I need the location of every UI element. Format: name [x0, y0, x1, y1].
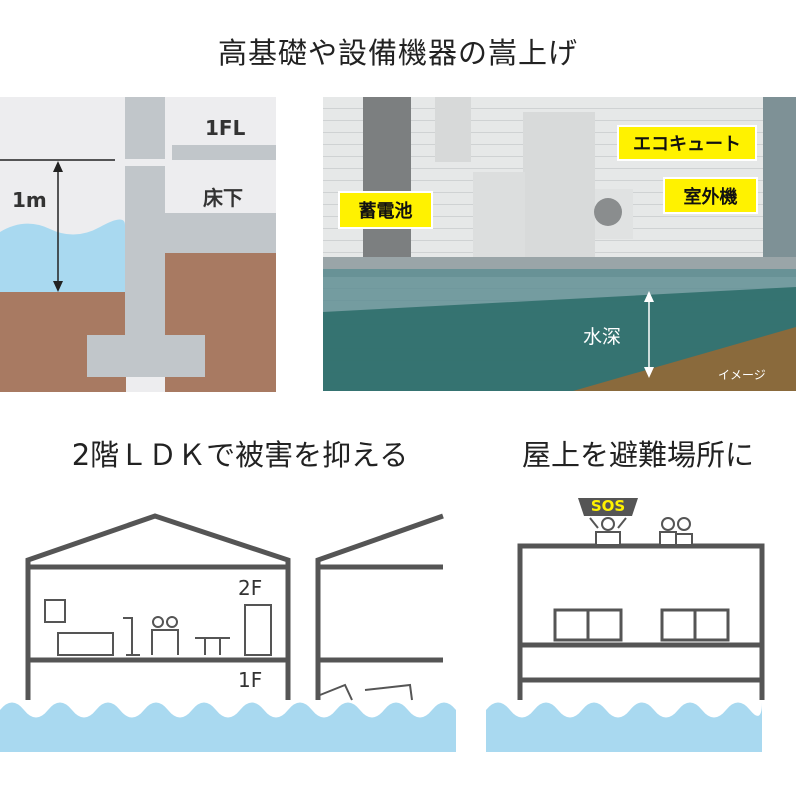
sos-sign	[578, 498, 638, 516]
wall	[125, 97, 165, 159]
footing	[87, 335, 205, 377]
door	[363, 97, 411, 257]
image-note: イメージ	[718, 368, 766, 382]
windows	[553, 608, 730, 642]
label-underfloor: 床下	[203, 186, 243, 210]
label-depth: 1m	[12, 188, 47, 212]
building-outline	[517, 543, 765, 700]
ecocute-unit	[523, 112, 595, 260]
label-1fl: 1FL	[205, 116, 246, 140]
sos-text: SOS	[590, 497, 626, 515]
foundation-diagram	[0, 97, 276, 392]
heading-ldk: 2階ＬＤＫで被害を抑える	[71, 438, 409, 472]
water-depth-label: 水深	[583, 326, 622, 348]
tag-outdoor-unit: 室外機	[663, 177, 758, 214]
page-title: 高基礎や設備機器の嵩上げ	[217, 36, 578, 70]
flood-water	[0, 702, 456, 752]
heading-roof: 屋上を避難場所に	[521, 438, 754, 472]
water-area	[0, 219, 125, 292]
flood-water	[486, 702, 762, 752]
label-1f: 1F	[238, 668, 263, 692]
rooftop-diagram	[486, 498, 765, 752]
floor-slab	[172, 145, 276, 160]
house-ldk-diagram	[0, 513, 456, 752]
foundation-pillar	[125, 166, 165, 346]
label-2f: 2F	[238, 576, 263, 600]
battery-unit	[473, 172, 525, 257]
people	[589, 517, 693, 544]
tag-battery: 蓄電池	[338, 191, 433, 229]
tag-ecocute: エコキュート	[617, 125, 757, 161]
house-outline	[25, 513, 291, 700]
furniture	[44, 599, 272, 656]
